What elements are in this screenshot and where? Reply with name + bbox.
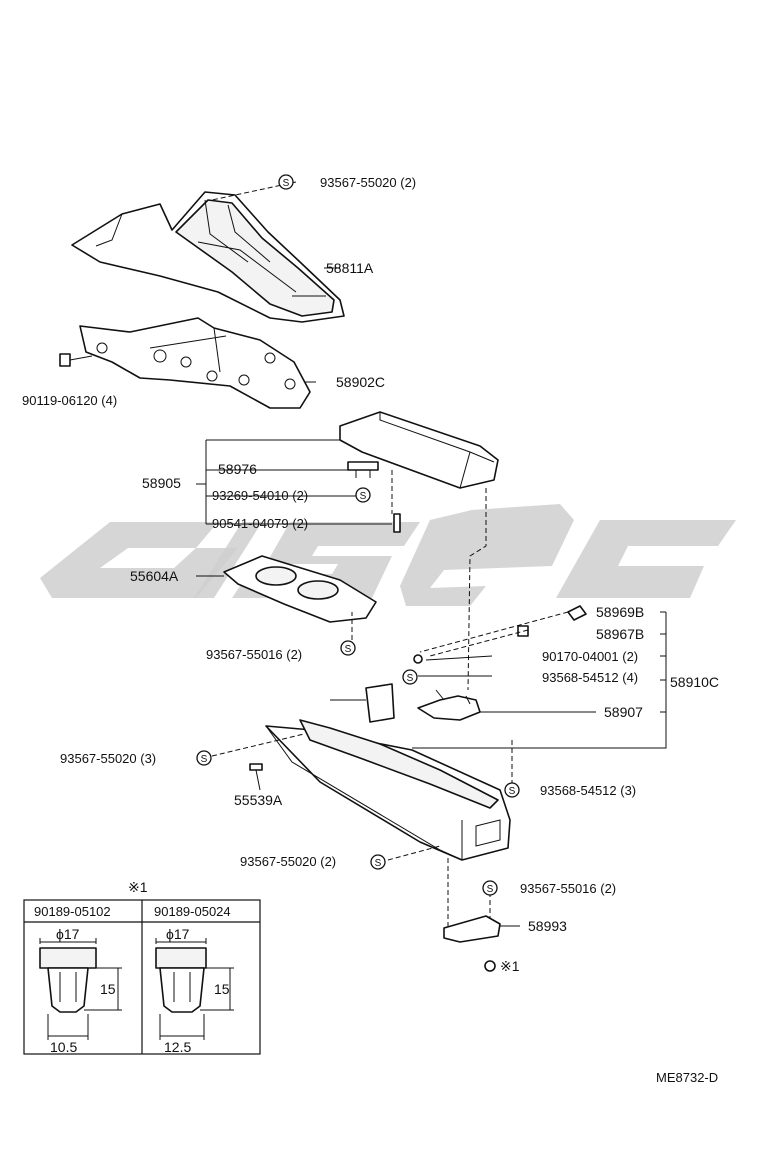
label-90170-04001: 90170-04001 (2) <box>542 649 638 664</box>
bolt-90119-06120 <box>59 353 93 367</box>
svg-text:S: S <box>201 754 208 765</box>
clip-drawing-2 <box>155 938 234 1040</box>
label-55604A: 55604A <box>130 568 179 584</box>
label-58910C: 58910C <box>670 674 719 690</box>
label-58967B: 58967B <box>596 626 644 642</box>
label-93568-54512-4: 93568-54512 (4) <box>542 670 638 685</box>
part-90170-04001 <box>413 654 423 664</box>
label-58905: 58905 <box>142 475 181 491</box>
label-93567-55020-3: 93567-55020 (3) <box>60 751 156 766</box>
s-symbol-2: S <box>355 487 371 503</box>
svg-text:S: S <box>360 491 367 502</box>
s-symbol-7: S <box>370 854 386 870</box>
detail-col2-height: 15 <box>214 981 230 997</box>
label-93567-55016-low: 93567-55016 (2) <box>520 881 616 896</box>
detail-col2-dia: ϕ17 <box>166 926 190 942</box>
detail-col2-width: 12.5 <box>164 1039 191 1055</box>
label-93269-54010: 93269-54010 (2) <box>212 488 308 503</box>
detail-table: ※1 90189-05102 90189-05024 ϕ17 15 10.5 ϕ… <box>23 879 261 1055</box>
detail-col1-width: 10.5 <box>50 1039 77 1055</box>
svg-text:S: S <box>509 786 516 797</box>
clip-drawing-1 <box>39 938 122 1040</box>
part-clip-x1 <box>484 960 496 972</box>
label-x1: ※1 <box>500 958 520 974</box>
part-armrest-lid <box>339 411 499 489</box>
label-93567-55020-top: 93567-55020 (2) <box>320 175 416 190</box>
svg-text:S: S <box>375 858 382 869</box>
part-58811A <box>71 191 345 323</box>
part-58967B <box>517 625 529 637</box>
part-58902C <box>79 317 311 409</box>
label-58811A: 58811A <box>326 260 374 276</box>
part-90541-04079 <box>393 513 401 533</box>
svg-text:S: S <box>407 673 414 684</box>
part-58993 <box>443 915 501 943</box>
watermark-logo <box>40 504 736 606</box>
svg-text:S: S <box>345 644 352 655</box>
label-58902C: 58902C <box>336 374 385 390</box>
label-90119-06120: 90119-06120 (4) <box>22 393 117 408</box>
dashed-leaders <box>211 181 569 930</box>
part-58969B <box>567 605 587 621</box>
detail-col1-dia: ϕ17 <box>56 926 80 942</box>
svg-text:S: S <box>283 178 290 189</box>
label-58969B: 58969B <box>596 604 644 620</box>
s-symbol-4: S <box>402 669 418 685</box>
s-symbol-8: S <box>482 880 498 896</box>
label-58993: 58993 <box>528 918 567 934</box>
s-symbol-5: S <box>196 750 212 766</box>
svg-text:S: S <box>487 884 494 895</box>
detail-col1-part: 90189-05102 <box>34 904 111 919</box>
solid-leaders <box>196 267 667 927</box>
label-55539A: 55539A <box>234 792 283 808</box>
detail-col1-height: 15 <box>100 981 116 997</box>
part-58907 <box>417 689 481 721</box>
label-93567-55020-bot: 93567-55020 (2) <box>240 854 336 869</box>
s-symbol-3: S <box>340 640 356 656</box>
label-58907: 58907 <box>604 704 643 720</box>
detail-col2-part: 90189-05024 <box>154 904 231 919</box>
label-93568-54512-3: 93568-54512 (3) <box>540 783 636 798</box>
detail-table-title: ※1 <box>128 879 148 895</box>
part-plate <box>365 683 395 723</box>
s-symbol-1: S <box>278 174 294 190</box>
part-58976 <box>347 461 379 478</box>
label-90541-04079: 90541-04079 (2) <box>212 516 308 531</box>
part-55539A <box>249 763 263 771</box>
label-58976: 58976 <box>218 461 257 477</box>
part-console-box <box>265 719 511 861</box>
label-93567-55016-mid: 93567-55016 (2) <box>206 647 302 662</box>
part-55604A <box>223 555 377 623</box>
s-symbol-6: S <box>504 782 520 798</box>
diagram-code: ME8732-D <box>656 1070 718 1085</box>
